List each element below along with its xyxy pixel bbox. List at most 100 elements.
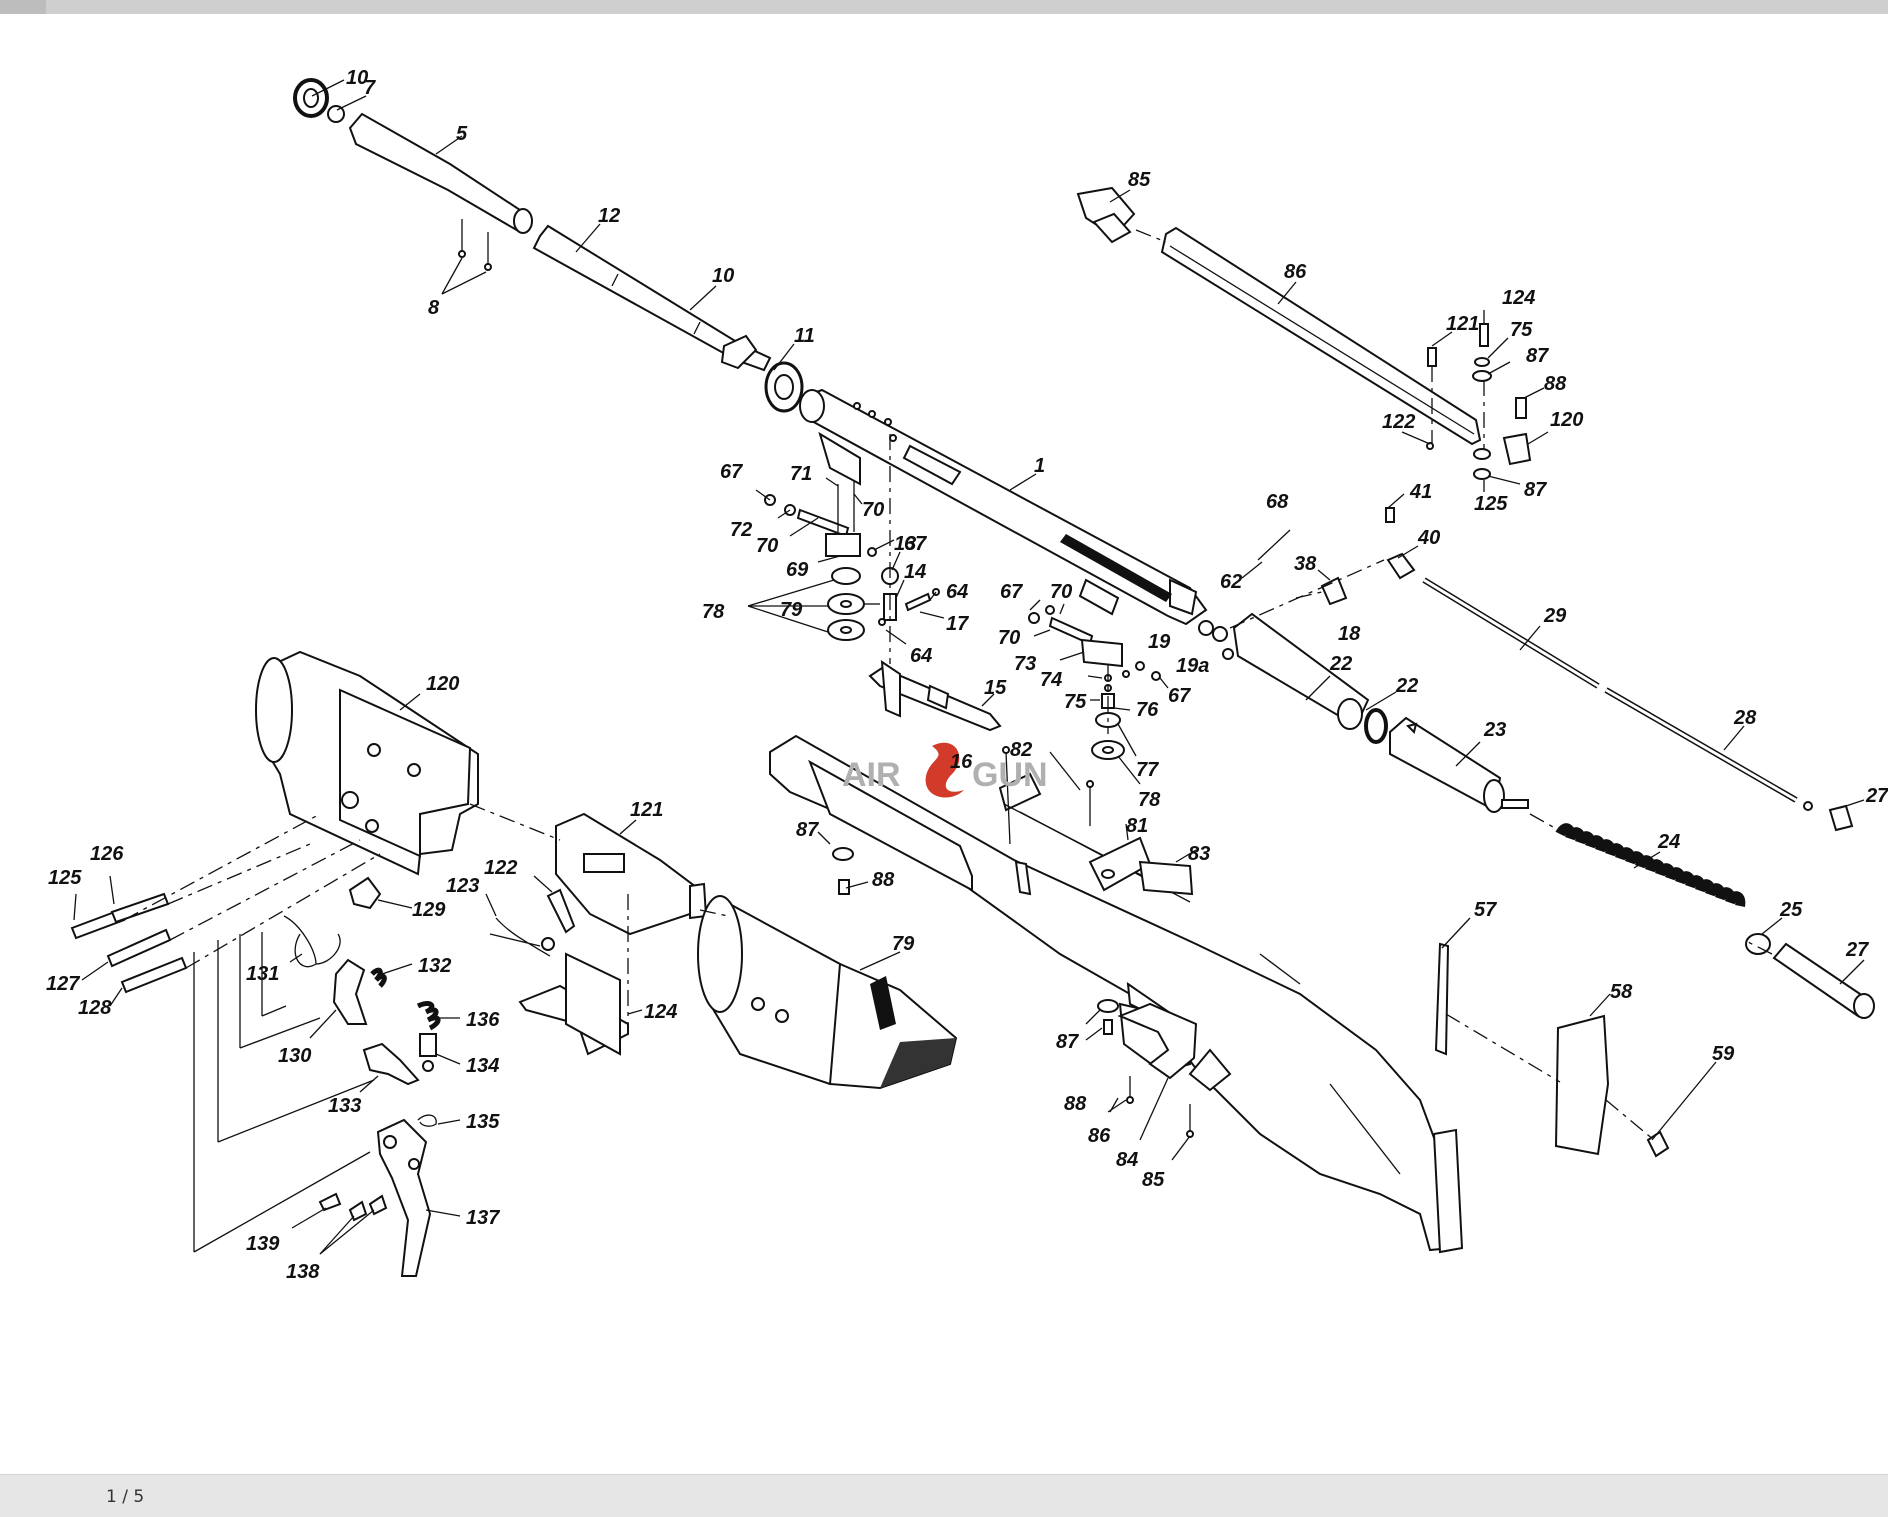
part-labels: 10 7 5 8 12 10 11 1 85 86 121 124 75 87 …: [46, 67, 1888, 1283]
part-label: 124: [1502, 287, 1535, 309]
part-label: 10: [712, 265, 734, 287]
part-label: 87: [796, 819, 819, 841]
part-label: 12: [598, 205, 620, 227]
part-label: 131: [246, 963, 279, 985]
part-58-rail-end: [1076, 186, 1136, 244]
part-label: 40: [1417, 527, 1440, 549]
part-label: 29: [1543, 605, 1567, 627]
part-7-washer: [327, 105, 345, 123]
part-label: 79: [892, 933, 915, 955]
part-label: 69: [786, 559, 809, 581]
part-label: 64: [946, 581, 968, 603]
part-20-seal: [1364, 708, 1388, 744]
part-1-compression-tube: [798, 388, 1208, 626]
part-label: 70: [756, 535, 778, 557]
part-6-muzzle-cap: [293, 78, 329, 118]
parts-129-139-trigger-group: [193, 876, 441, 1277]
part-label: 18: [1338, 623, 1361, 645]
part-label: 78: [702, 601, 725, 623]
part-label: 23: [1483, 719, 1506, 741]
part-22-mainspring: [1555, 823, 1746, 907]
part-label: 74: [1040, 669, 1062, 691]
part-label: 88: [872, 869, 895, 891]
part-label: 135: [466, 1111, 500, 1133]
parts-125-128-pins: [70, 813, 381, 994]
part-label: 120: [1550, 409, 1583, 431]
part-120-trigger-housing: [255, 650, 479, 876]
part-label: 77: [1136, 759, 1159, 781]
part-label: 87: [1526, 345, 1549, 367]
part-label: 10: [346, 67, 368, 89]
part-5-barrel-shroud: [348, 112, 533, 234]
watermark-swoosh-icon: [925, 742, 964, 798]
part-label: 86: [1088, 1125, 1111, 1147]
part-label: 57: [1474, 899, 1497, 921]
toolbar-tab[interactable]: [0, 0, 46, 14]
part-label: 22: [1329, 653, 1352, 675]
viewer-footer: 1 / 5: [0, 1474, 1888, 1517]
part-label: 67: [904, 533, 927, 555]
parts-67-79-right-group: [1028, 605, 1161, 760]
viewer-toolbar: [0, 0, 1888, 14]
part-label: 70: [1050, 581, 1072, 603]
part-label: 122: [1382, 411, 1415, 433]
part-label: 122: [484, 857, 517, 879]
part-label: 27: [1845, 939, 1869, 961]
part-label: 123: [446, 875, 479, 897]
part-label: 83: [1188, 843, 1210, 865]
part-label: 58: [1610, 981, 1633, 1003]
part-label: 19a: [1176, 655, 1209, 677]
parts-38-41-butt-plate: [1434, 942, 1670, 1158]
part-label: 17: [946, 613, 969, 635]
part-label: 25: [1779, 899, 1803, 921]
part-label: 127: [46, 973, 80, 995]
part-label: 121: [1446, 313, 1479, 335]
part-label: 5: [456, 123, 468, 145]
alignment-lines: [469, 229, 1773, 1141]
part-label: 121: [630, 799, 663, 821]
part-label: 132: [418, 955, 451, 977]
part-label: 82: [1010, 739, 1032, 761]
parts-67-79-left-group: [764, 434, 940, 664]
leader-lines: [73, 79, 1865, 1255]
part-18-piston: [1222, 612, 1370, 730]
part-label: 67: [1168, 685, 1191, 707]
part-label: 139: [246, 1233, 280, 1255]
part-label: 64: [910, 645, 932, 667]
part-122-123-spring-arm: [489, 888, 576, 957]
part-label: 87: [1524, 479, 1547, 501]
part-label: 71: [790, 463, 812, 485]
part-label: 124: [644, 1001, 677, 1023]
part-label: 138: [286, 1261, 320, 1283]
part-label: 41: [1409, 481, 1432, 503]
part-label: 70: [862, 499, 884, 521]
part-label: 79: [780, 599, 803, 621]
part-label: 8: [428, 297, 440, 319]
part-label: 75: [1510, 319, 1533, 341]
part-8-screws: [441, 219, 492, 295]
part-label: 70: [998, 627, 1020, 649]
part-label: 16: [950, 751, 973, 773]
part-label: 7: [364, 77, 376, 99]
part-label: 15: [984, 677, 1007, 699]
part-label: 126: [90, 843, 124, 865]
part-label: 134: [466, 1055, 499, 1077]
part-12-10-barrel: [532, 224, 772, 372]
parts-84-88-trigger-guard: [832, 847, 1198, 1138]
part-label: 87: [1056, 1031, 1079, 1053]
part-label: 11: [794, 325, 815, 347]
part-label: 130: [278, 1045, 311, 1067]
part-label: 68: [1266, 491, 1289, 513]
part-59-scope-rail: [1160, 226, 1482, 446]
watermark-text-left: AIR: [842, 756, 901, 794]
parts-19-19a-piston-seal: [1198, 620, 1228, 642]
part-15-16-sear-assembly: [868, 660, 1002, 732]
part-label: 125: [1474, 493, 1508, 515]
part-label: 73: [1014, 653, 1036, 675]
part-label: 1: [1034, 455, 1045, 477]
part-label: 88: [1064, 1093, 1087, 1115]
part-label: 128: [78, 997, 112, 1019]
part-label: 133: [328, 1095, 361, 1117]
part-124-safety-plate: [518, 894, 629, 1056]
part-label: 84: [1116, 1149, 1138, 1171]
